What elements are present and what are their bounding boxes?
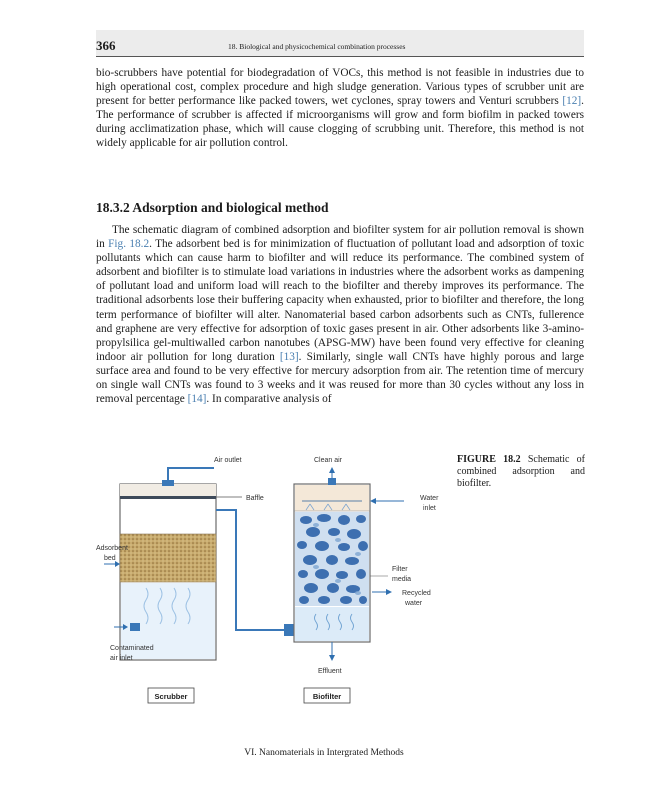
paragraph-text: . In comparative analysis of: [206, 393, 332, 406]
label-air-outlet: Air outlet: [214, 457, 242, 464]
filter-media-particles: [297, 514, 368, 604]
scrubber-label-box: [147, 687, 195, 704]
figure-caption-text: Schematic of combined adsorption and bio…: [457, 454, 585, 490]
label-recycled-water-2: water: [404, 600, 423, 607]
label-clean-air: Clean air: [314, 457, 343, 464]
paragraph-adsorption: The schematic diagram of combined adsorp…: [96, 223, 584, 406]
label-recycled-water-1: Recycled: [402, 590, 431, 597]
schematic-diagram: Air outlet Baffle Adsorbent bed Contamin…: [96, 457, 439, 704]
label-baffle: Baffle: [246, 495, 264, 502]
paragraph-text: . Similarly, single wall CNTs have highl…: [96, 350, 584, 406]
figure-caption: FIGURE 18.2 Schematic of combined adsorp…: [457, 454, 585, 491]
air-outlet-pipe: [167, 467, 214, 484]
page-footer: VI. Nanomaterials in Intergrated Methods: [244, 748, 404, 758]
label-filter-media-1: Filter: [392, 566, 408, 573]
label-adsorbent-bed-1: Adsorbent: [96, 545, 128, 552]
biofilter-inlet-nozzle: [284, 624, 294, 636]
figure-link[interactable]: Fig. 18.2: [108, 238, 150, 251]
label-water-inlet-1: Water: [420, 495, 439, 502]
label-contaminated-2: air inlet: [110, 655, 133, 662]
biofilter-label-box: [303, 687, 351, 704]
label-water-inlet-2: inlet: [423, 505, 436, 512]
page-number: 366: [96, 38, 116, 53]
paragraph-text: The schematic diagram of combined adsorp…: [96, 224, 584, 251]
paragraph-continuation: bio-scrubbers have potential for biodegr…: [96, 66, 584, 151]
section-heading: 18.3.2 Adsorption and biological method: [96, 200, 329, 215]
label-contaminated-1: Contaminated: [110, 645, 154, 652]
figure-schematic: Air outlet Baffle Adsorbent bed Contamin…: [96, 450, 440, 710]
connecting-pipe: [216, 509, 286, 631]
adsorbent-bed: [119, 533, 217, 583]
air-wave-lines: [143, 587, 191, 625]
outlet-nozzle: [162, 480, 174, 486]
citation-link-13[interactable]: [13]: [279, 350, 299, 363]
inlet-nozzle: [130, 623, 140, 631]
spray-lines: [305, 503, 351, 511]
figure-caption-label: FIGURE 18.2: [457, 454, 521, 465]
baffle-plate: [120, 496, 216, 499]
citation-link-14[interactable]: [14]: [187, 393, 207, 406]
paragraph-text: . The performance of scrubber is affecte…: [96, 95, 584, 150]
label-biofilter: Biofilter: [313, 692, 341, 701]
label-scrubber: Scrubber: [155, 692, 188, 701]
label-effluent: Effluent: [318, 668, 342, 675]
paragraph-text: bio-scrubbers have potential for biodegr…: [96, 67, 584, 108]
biofilter-vessel: [293, 483, 371, 643]
water-wave-lines: [314, 613, 354, 631]
label-filter-media-2: media: [392, 576, 411, 583]
paragraph-text: . The adsorbent bed is for minimization …: [96, 238, 584, 363]
running-head: 18. Biological and physicochemical combi…: [228, 42, 406, 51]
scrubber-vessel: [119, 483, 217, 661]
citation-link-12[interactable]: [12]: [562, 95, 582, 108]
label-adsorbent-bed-2: bed: [104, 555, 116, 562]
running-header-bar: [96, 30, 584, 57]
